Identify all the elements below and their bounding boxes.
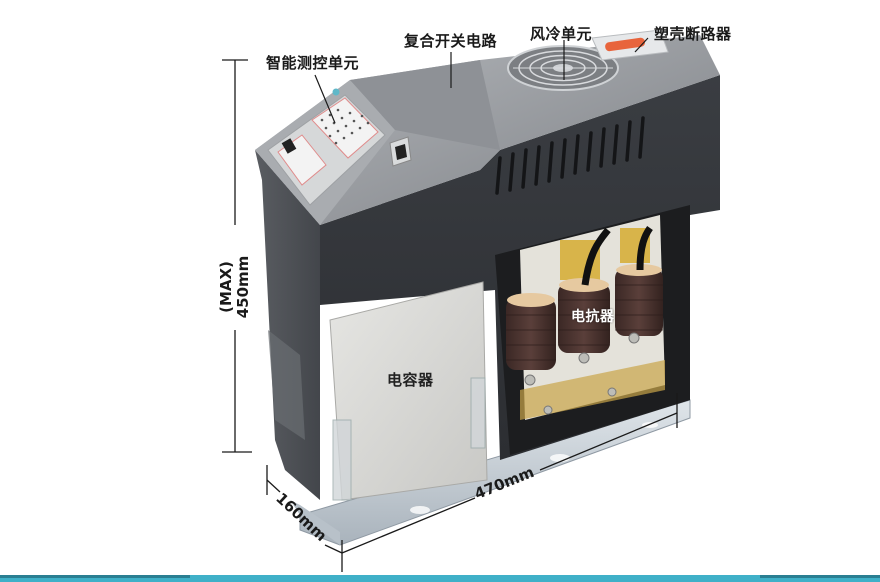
fan-grille — [507, 45, 619, 91]
bottom-accent-bar — [0, 575, 880, 582]
callout-composite-switch: 复合开关电路 — [404, 32, 498, 50]
width-dimension-line — [341, 393, 678, 554]
callout-smart-control-unit: 智能测控单元 — [266, 54, 360, 72]
callout-fan-unit: 风冷单元 — [530, 25, 593, 43]
vent-slots — [495, 116, 645, 195]
callout-breaker: 塑壳断路器 — [654, 25, 732, 43]
network-port — [389, 136, 412, 167]
depth-dimension-line — [266, 465, 343, 572]
height-max-note: (MAX) — [217, 261, 235, 313]
breaker-handle — [591, 29, 669, 61]
height-value: 450mm — [234, 255, 252, 319]
reactor — [495, 205, 690, 455]
callout-capacitor: 电容器 — [387, 371, 434, 389]
height-dimension-line — [222, 59, 252, 453]
side-panel — [255, 150, 320, 500]
height-dimension-label: (MAX) 450mm — [217, 237, 252, 337]
callout-reactor: 电抗器 — [571, 309, 615, 325]
callout-leaders — [314, 37, 649, 124]
control-panel — [267, 88, 386, 206]
capacitor-panel — [329, 281, 488, 501]
